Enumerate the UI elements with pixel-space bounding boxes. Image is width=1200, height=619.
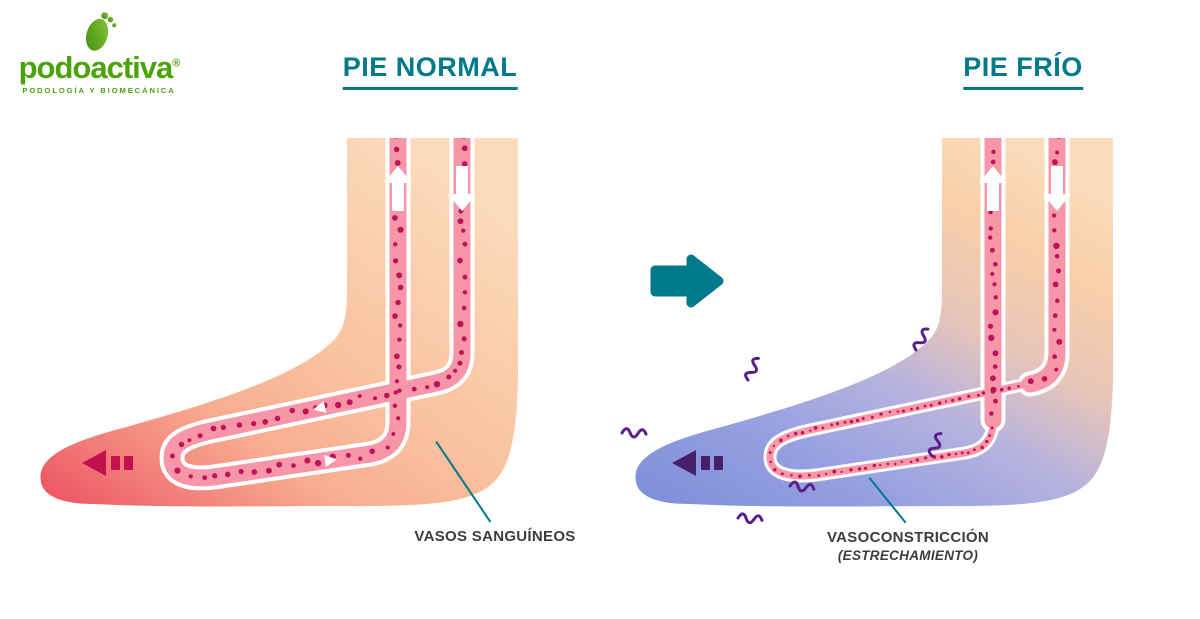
foot-leaf-icon bbox=[85, 12, 117, 51]
caption-vasos-sanguineos: VASOS SANGUÍNEOS bbox=[405, 528, 585, 545]
toe-circulation-arrow-icon bbox=[82, 450, 133, 476]
caption-vasoconstriccion: VASOCONSTRICCIÓN (ESTRECHAMIENTO) bbox=[813, 529, 1003, 563]
up-flow-arrow-icon bbox=[384, 166, 412, 211]
down-flow-arrow-icon bbox=[448, 166, 476, 211]
shiver-squiggle-icon bbox=[927, 432, 943, 458]
brand-tagline: PODOLOGÍA Y BIOMECÁNICA bbox=[22, 86, 176, 95]
down-flow-arrow-icon bbox=[1043, 166, 1071, 211]
normal-foot-diagram bbox=[40, 138, 519, 507]
foot-outline bbox=[635, 138, 1113, 507]
shiver-squiggles bbox=[620, 327, 943, 525]
caption-text: VASOS SANGUÍNEOS bbox=[414, 528, 576, 545]
cold-foot-diagram bbox=[620, 138, 1113, 525]
flow-chevron-icon bbox=[313, 401, 327, 413]
brand-name: podoactiva® bbox=[18, 50, 181, 85]
title-pie-frio: PIE FRÍO bbox=[963, 52, 1083, 90]
shiver-squiggle-icon bbox=[788, 480, 816, 493]
shiver-squiggle-icon bbox=[744, 356, 760, 382]
blood-vessel bbox=[159, 138, 475, 491]
transition-arrow-icon bbox=[650, 254, 724, 308]
shiver-squiggle-icon bbox=[620, 427, 648, 439]
registered-mark: ® bbox=[172, 57, 180, 70]
podoactiva-logo: podoactiva® PODOLOGÍA Y BIOMECÁNICA bbox=[15, 8, 183, 95]
up-flow-arrow-icon bbox=[979, 166, 1007, 211]
toe-circulation-arrow-icon bbox=[672, 450, 723, 476]
caption-subtext: (ESTRECHAMIENTO) bbox=[837, 548, 979, 563]
foot-outline bbox=[40, 138, 519, 507]
flow-chevron-icon bbox=[324, 455, 337, 467]
title-pie-normal: PIE NORMAL bbox=[342, 52, 518, 90]
shiver-squiggle-icon bbox=[736, 512, 764, 525]
caption-text: VASOCONSTRICCIÓN bbox=[826, 529, 990, 546]
shiver-squiggle-icon bbox=[912, 327, 930, 352]
